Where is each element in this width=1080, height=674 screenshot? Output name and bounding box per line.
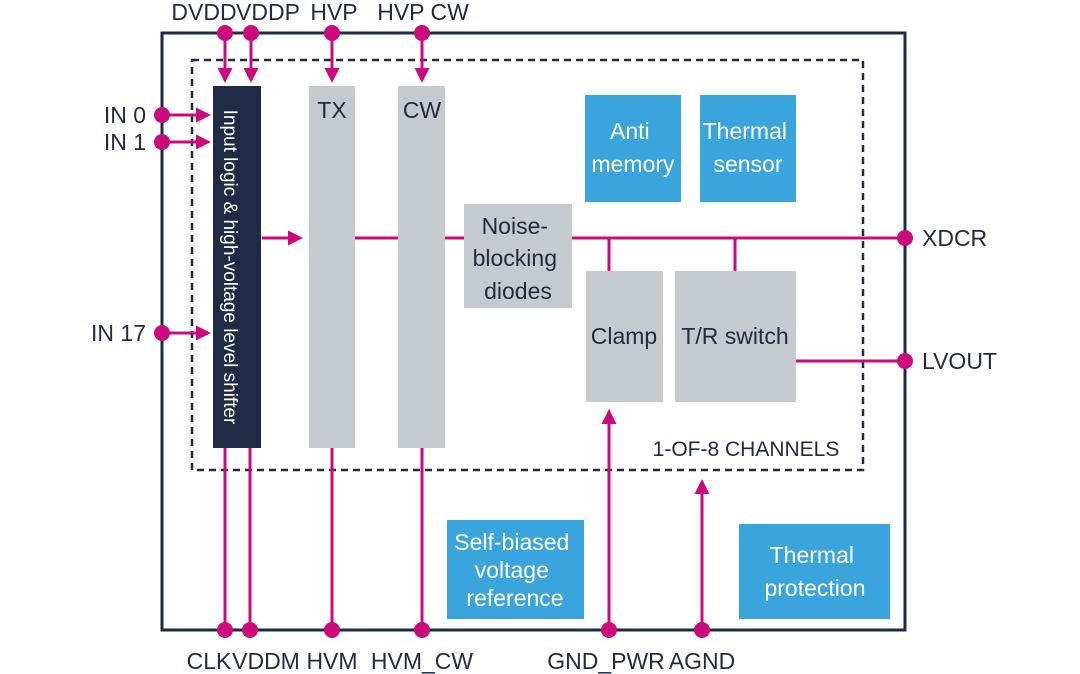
channel-label: 1-OF-8 CHANNELS [653, 438, 840, 461]
tr-switch-label: T/R switch [681, 323, 788, 349]
clamp-label: Clamp [591, 323, 657, 349]
wires [162, 33, 905, 630]
pin-label-dvdd: DVDD [171, 0, 236, 25]
pin-dot-gnd-pwr [601, 622, 617, 638]
pin-dot-dvdd [217, 25, 233, 41]
pin-dot-hvm [324, 622, 340, 638]
pin-label-xdcr: XDCR [922, 225, 987, 251]
pin-dot-hvm-cw [414, 622, 430, 638]
anti-memory-label: Anti memory [591, 118, 675, 177]
pin-label-hvm-cw: HVM_CW [371, 648, 474, 674]
pin-dots [154, 25, 913, 638]
pin-dot-clk [217, 622, 233, 638]
noise-blocking-block [464, 204, 572, 308]
pin-dot-vddp [243, 25, 259, 41]
pin-label-vddm: VDDM [232, 648, 300, 674]
pin-dot-xdcr [897, 230, 913, 246]
cw-block [398, 86, 445, 448]
pin-dot-in17 [154, 325, 170, 341]
cw-label: CW [403, 97, 442, 123]
pin-label-hvp: HVP [310, 0, 357, 25]
thermal-protection-label: Thermal protection [764, 542, 865, 601]
pin-dot-hvp-cw [414, 25, 430, 41]
pin-label-agnd: AGND [669, 648, 735, 674]
self-biased-block [447, 520, 584, 619]
tx-label: TX [317, 97, 346, 123]
tx-block [309, 86, 355, 448]
thermal-protection-block [739, 524, 890, 619]
pin-dot-lvout [897, 353, 913, 369]
pin-label-hvm: HVM [306, 648, 357, 674]
pin-dot-in1 [154, 134, 170, 150]
pin-label-in1: IN 1 [104, 129, 146, 155]
pin-label-in0: IN 0 [104, 102, 146, 128]
pin-label-hvp-cw: HVP CW [377, 0, 469, 25]
channel-boundary [190, 58, 865, 472]
pin-dot-hvp [324, 25, 340, 41]
input-logic-label: Input logic & high-voltage level shifter [219, 110, 240, 425]
thermal-sensor-block [700, 95, 796, 202]
clamp-block [586, 271, 663, 402]
self-biased-label: Self-biased voltage reference [454, 529, 575, 611]
pin-dot-in0 [154, 107, 170, 123]
pin-label-clk: CLK [187, 648, 232, 674]
pin-dot-vddm [242, 622, 258, 638]
pin-label-gnd-pwr: GND_PWR [547, 648, 665, 674]
tr-switch-block [675, 271, 796, 402]
pin-label-in17: IN 17 [91, 320, 146, 346]
pin-label-lvout: LVOUT [922, 348, 997, 374]
anti-memory-block [585, 95, 681, 202]
input-logic-block [213, 86, 261, 448]
noise-blocking-label: Noise- blocking diodes [473, 213, 564, 304]
thermal-sensor-label: Thermal sensor [703, 118, 794, 177]
pin-label-vddp: VDDP [236, 0, 300, 25]
pin-dot-agnd [694, 622, 710, 638]
